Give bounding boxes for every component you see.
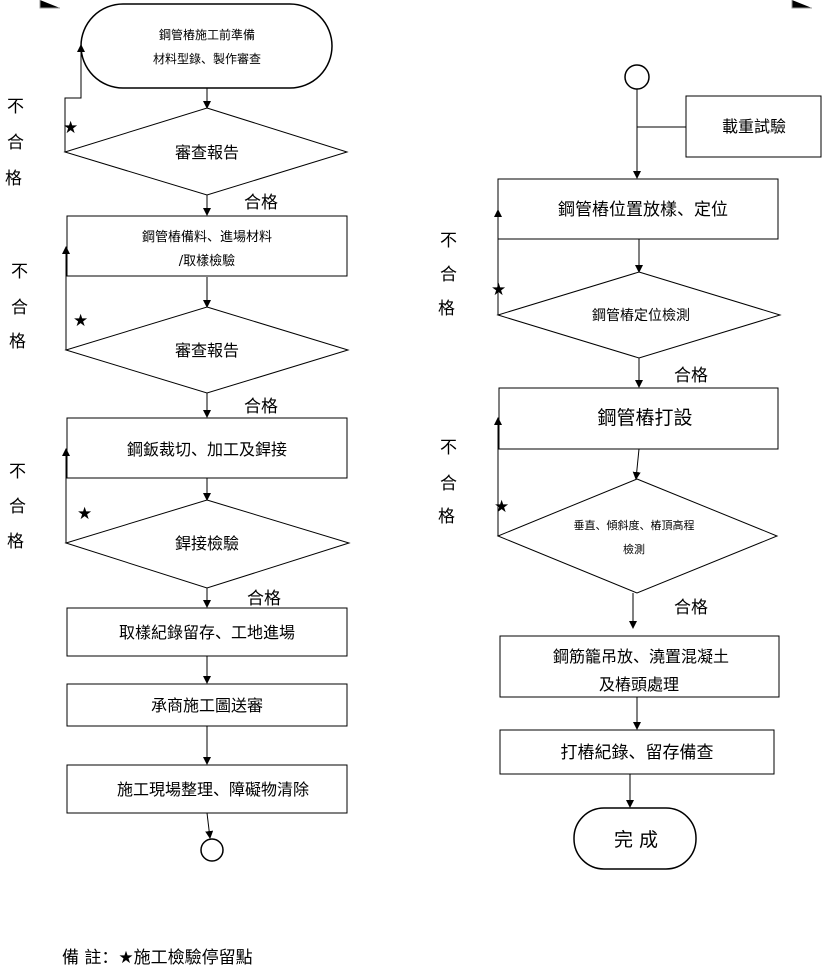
svg-text:格: 格 (5, 169, 22, 189)
hold-point-star-1: ★ (63, 118, 78, 138)
arrow-left-9 (205, 812, 214, 839)
loop-left-1 (64, 44, 85, 152)
rebar-line2: 及樁頭處理 (599, 675, 679, 694)
position-check-label: 鋼管樁定位檢測 (592, 307, 690, 324)
vertical-check-decision (496, 478, 779, 594)
position-label: 鋼管樁位置放樣、定位 (558, 200, 728, 220)
svg-text:格: 格 (438, 507, 455, 527)
load-test-label: 載重試驗 (722, 117, 786, 136)
sample-label: 取樣紀錄留存、工地進場 (119, 623, 295, 642)
svg-text:合: 合 (9, 497, 26, 517)
page-corner-marks (39, 0, 812, 9)
hold-point-star-4: ★ (491, 280, 506, 300)
svg-text:不: 不 (7, 97, 24, 117)
review2-label: 審查報告 (175, 341, 239, 360)
weld-check-label: 銲接檢驗 (175, 534, 239, 553)
submit-box (66, 683, 348, 727)
pass1-label: 合格 (244, 193, 278, 213)
fail-label-left-1: 不 合 格 (5, 97, 24, 189)
svg-text:不: 不 (440, 438, 457, 458)
position-box (497, 178, 779, 240)
end-label: 完 成 (614, 829, 658, 851)
vertical-check-line1: 垂直、傾斜度、樁頂高程 (574, 518, 695, 532)
svg-text:合: 合 (11, 298, 28, 318)
record-label: 打樁紀錄、留存備查 (561, 743, 714, 763)
rebar-box (499, 635, 780, 698)
submit-label: 承商施工圖送審 (151, 696, 263, 715)
svg-text:格: 格 (438, 299, 455, 319)
footnote: 備 註：★施工檢驗停留點 (62, 948, 253, 968)
start-terminal (80, 3, 333, 89)
record-box (499, 729, 775, 775)
hold-point-star-2: ★ (73, 311, 88, 331)
right-pass1-label: 合格 (674, 366, 708, 386)
start-line2: 材料型錄、製作審查 (153, 51, 261, 66)
svg-text:格: 格 (9, 332, 26, 352)
hold-point-star-3: ★ (77, 504, 92, 524)
left-connector (200, 838, 224, 862)
review1-label: 審查報告 (175, 143, 239, 162)
right-pass2-label: 合格 (674, 598, 708, 618)
drive-label: 鋼管樁打設 (597, 407, 692, 429)
cleanup-label: 施工現場整理、障礙物清除 (117, 780, 309, 799)
fail-label-left-3: 不 合 格 (7, 462, 26, 552)
arrow-right-4 (632, 448, 641, 480)
rebar-line1: 鋼筋籠吊放、澆置混凝土 (553, 647, 729, 666)
start-line1: 鋼管樁施工前準備 (159, 27, 255, 42)
svg-text:不: 不 (440, 231, 457, 251)
fail-label-left-2: 不 合 格 (9, 262, 28, 352)
cut-label: 鋼鈑裁切、加工及銲接 (127, 440, 287, 459)
fail-label-right-2: 不 合 格 (438, 438, 457, 527)
svg-text:不: 不 (9, 462, 26, 482)
svg-text:合: 合 (440, 474, 457, 494)
prep-line2: /取樣檢驗 (179, 253, 235, 269)
end-terminal (573, 807, 697, 870)
hold-point-star-5: ★ (494, 497, 509, 517)
svg-text:合: 合 (7, 133, 24, 153)
vertical-check-line2: 檢測 (623, 542, 645, 556)
pass3-label: 合格 (247, 589, 281, 609)
fail-label-right-1: 不 合 格 (438, 231, 457, 319)
load-test-box (685, 95, 822, 158)
pass2-label: 合格 (244, 397, 278, 417)
svg-text:格: 格 (7, 532, 24, 552)
drive-box (498, 387, 779, 450)
prep-box (66, 215, 348, 277)
right-connector (624, 64, 650, 90)
svg-text:合: 合 (440, 265, 457, 285)
prep-line1: 鋼管樁備料、進場材料 (142, 229, 272, 245)
svg-text:不: 不 (11, 262, 28, 282)
